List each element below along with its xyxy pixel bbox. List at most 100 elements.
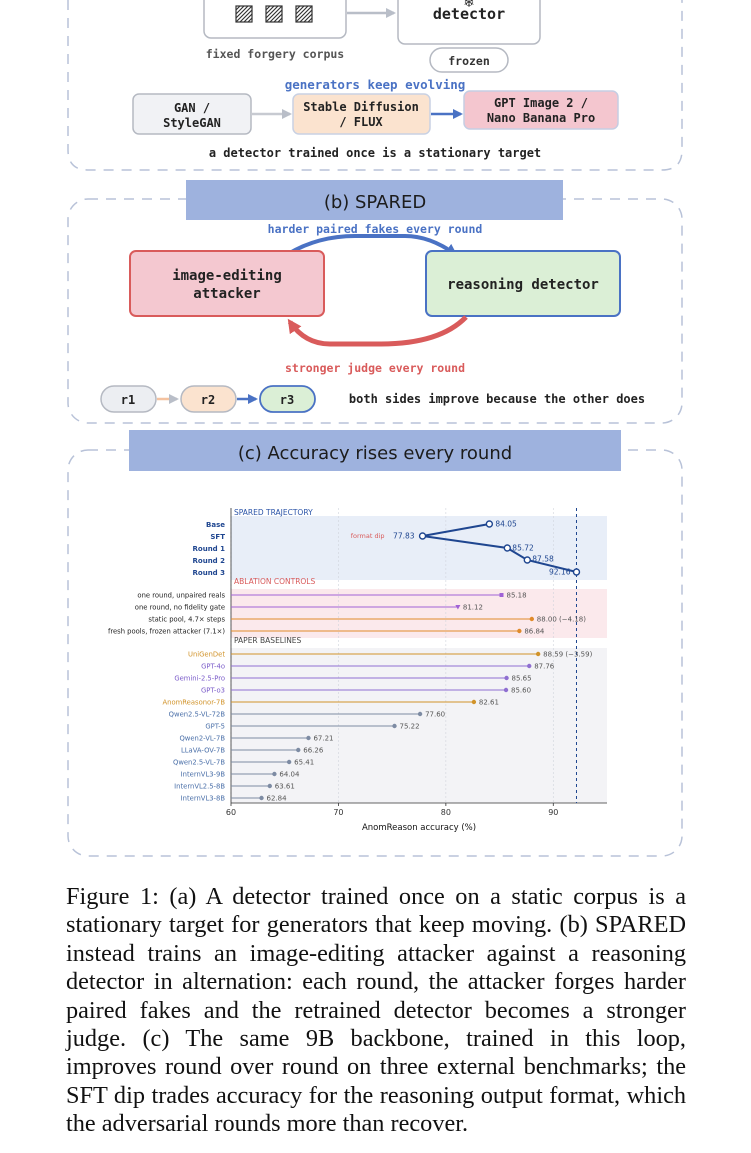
panel-a-border bbox=[67, 0, 683, 171]
panel-c-header bbox=[129, 430, 621, 471]
trajectory-row-label: Round 2 bbox=[193, 557, 226, 565]
round-r3-label: r3 bbox=[280, 393, 294, 407]
figure-caption: Figure 1: (a) A detector trained once on… bbox=[66, 883, 686, 1138]
detector-box bbox=[397, 0, 541, 45]
baseline-value-label: 85.60 bbox=[511, 687, 531, 695]
ablation-row-label: fresh pools, frozen attacker (7.1×) bbox=[108, 628, 225, 636]
round-r1 bbox=[100, 385, 157, 413]
trajectory-point bbox=[572, 568, 581, 576]
trajectory-point bbox=[503, 544, 512, 552]
group-header: ABLATION CONTROLS bbox=[234, 577, 315, 586]
gpt-image-box bbox=[463, 90, 619, 130]
trajectory-value-label: 87.58 bbox=[532, 555, 554, 564]
baseline-row-label: UniGenDet bbox=[188, 651, 225, 659]
detector-box bbox=[425, 250, 621, 317]
baseline-point bbox=[503, 687, 509, 693]
baseline-row-label: InternVL2.5-8B bbox=[174, 783, 225, 791]
trajectory-value-label: 92.16 bbox=[549, 568, 571, 577]
bottom-arrow-label: stronger judge every round bbox=[285, 361, 465, 375]
ablation-value-label: 81.12 bbox=[463, 604, 483, 612]
baseline-row-label: InternVL3-9B bbox=[181, 771, 226, 779]
x-tick-label: 70 bbox=[333, 808, 343, 817]
baseline-row-label: LLaVA-OV-7B bbox=[181, 747, 225, 755]
ablation-point bbox=[455, 605, 461, 610]
trajectory-row-label: Round 1 bbox=[193, 545, 226, 553]
baseline-point bbox=[272, 771, 277, 777]
detector-to-attacker-arrow bbox=[287, 315, 468, 347]
baseline-row-label: Gemini-2.5-Pro bbox=[174, 675, 225, 683]
baseline-value-label: 85.65 bbox=[512, 675, 532, 683]
round-r1-label: r1 bbox=[121, 393, 135, 407]
baseline-row-label: InternVL3-8B bbox=[181, 795, 226, 803]
ablation-value-label: 85.18 bbox=[507, 592, 527, 600]
baseline-value-label: 62.84 bbox=[267, 795, 288, 803]
x-axis-label: AnomReason accuracy (%) bbox=[362, 823, 476, 833]
sd-box bbox=[292, 93, 431, 135]
panel-c-title: (c) Accuracy rises every round bbox=[238, 443, 512, 464]
group-band-1 bbox=[231, 516, 607, 580]
group-header: PAPER BASELINES bbox=[234, 636, 302, 645]
gpt-label-line1: GPT Image 2 / bbox=[494, 96, 588, 110]
ablation-point bbox=[499, 593, 504, 597]
baseline-point bbox=[392, 723, 397, 729]
rounds-note: both sides improve because the other doe… bbox=[349, 392, 645, 406]
baseline-row-label: Qwen2.5-VL-7B bbox=[173, 759, 225, 767]
baseline-point bbox=[259, 795, 264, 801]
baseline-value-label: 88.59 (−3.59) bbox=[543, 651, 592, 659]
round-r2 bbox=[180, 385, 237, 413]
ablation-value-label: 88.00 (−4.18) bbox=[537, 616, 586, 624]
trajectory-point bbox=[418, 532, 427, 540]
x-tick-label: 90 bbox=[548, 808, 558, 817]
baseline-row-label: GPT-4o bbox=[201, 663, 225, 671]
round-r2-label: r2 bbox=[201, 393, 215, 407]
panel-b-title: (b) SPARED bbox=[324, 192, 426, 213]
baseline-value-label: 65.41 bbox=[294, 759, 314, 767]
baseline-row-label: Qwen2.5-VL-72B bbox=[169, 711, 226, 719]
baseline-row-label: GPT-5 bbox=[205, 723, 225, 731]
gpt-label-line2: Nano Banana Pro bbox=[487, 111, 595, 125]
baseline-point bbox=[535, 651, 541, 657]
snowflake-icon: ❄ bbox=[463, 0, 475, 11]
baseline-point bbox=[296, 747, 301, 753]
baseline-value-label: 82.61 bbox=[479, 699, 499, 707]
panel-c: (c) Accuracy rises every round SPARED TR… bbox=[67, 430, 683, 857]
baseline-value-label: 87.76 bbox=[534, 663, 555, 671]
ablation-row-label: static pool, 4.7× steps bbox=[148, 616, 225, 624]
baseline-value-label: 63.61 bbox=[275, 783, 295, 791]
frozen-badge bbox=[429, 47, 509, 73]
attacker-box bbox=[129, 250, 325, 317]
format-dip-annotation: format dip bbox=[351, 532, 385, 540]
attacker-label-line1: image-editing bbox=[172, 268, 282, 284]
baseline-point bbox=[471, 699, 477, 705]
trajectory-value-label: 84.05 bbox=[495, 520, 517, 529]
baseline-point bbox=[527, 663, 532, 669]
group-band-2 bbox=[231, 589, 607, 638]
baseline-point bbox=[417, 711, 423, 717]
panel-a: ❄ detector fixed forgery corpus frozen g… bbox=[67, 0, 683, 171]
x-tick-label: 80 bbox=[441, 808, 451, 817]
panel-b: (b) SPARED harder paired fakes every rou… bbox=[67, 180, 683, 424]
ablation-row-label: one round, unpaired reals bbox=[137, 592, 225, 600]
round-r3 bbox=[259, 385, 316, 413]
panel-a-note: a detector trained once is a stationary … bbox=[209, 146, 541, 160]
panel-b-header bbox=[186, 180, 563, 220]
baseline-row-label: AnomReasonor-7B bbox=[163, 699, 226, 707]
attacker-label-line2: attacker bbox=[193, 286, 260, 302]
panel-c-border bbox=[67, 449, 683, 857]
frozen-label: frozen bbox=[448, 54, 490, 68]
baseline-point bbox=[267, 783, 272, 789]
sd-label-line2: / FLUX bbox=[339, 115, 383, 129]
baseline-point bbox=[306, 735, 311, 741]
ablation-point bbox=[529, 616, 534, 622]
ablation-row-label: one round, no fidelity gate bbox=[135, 604, 225, 612]
panel-b-border bbox=[67, 198, 683, 424]
hatched-image-icons bbox=[235, 5, 313, 23]
baseline-row-label: Qwen2-VL-7B bbox=[179, 735, 225, 743]
baseline-value-label: 67.21 bbox=[313, 735, 333, 743]
baseline-value-label: 66.26 bbox=[303, 747, 324, 755]
trajectory-point bbox=[523, 556, 531, 564]
top-arrow-label: harder paired fakes every round bbox=[268, 222, 483, 236]
baseline-row-label: GPT-o3 bbox=[201, 687, 225, 695]
generators-label: generators keep evolving bbox=[285, 77, 466, 92]
